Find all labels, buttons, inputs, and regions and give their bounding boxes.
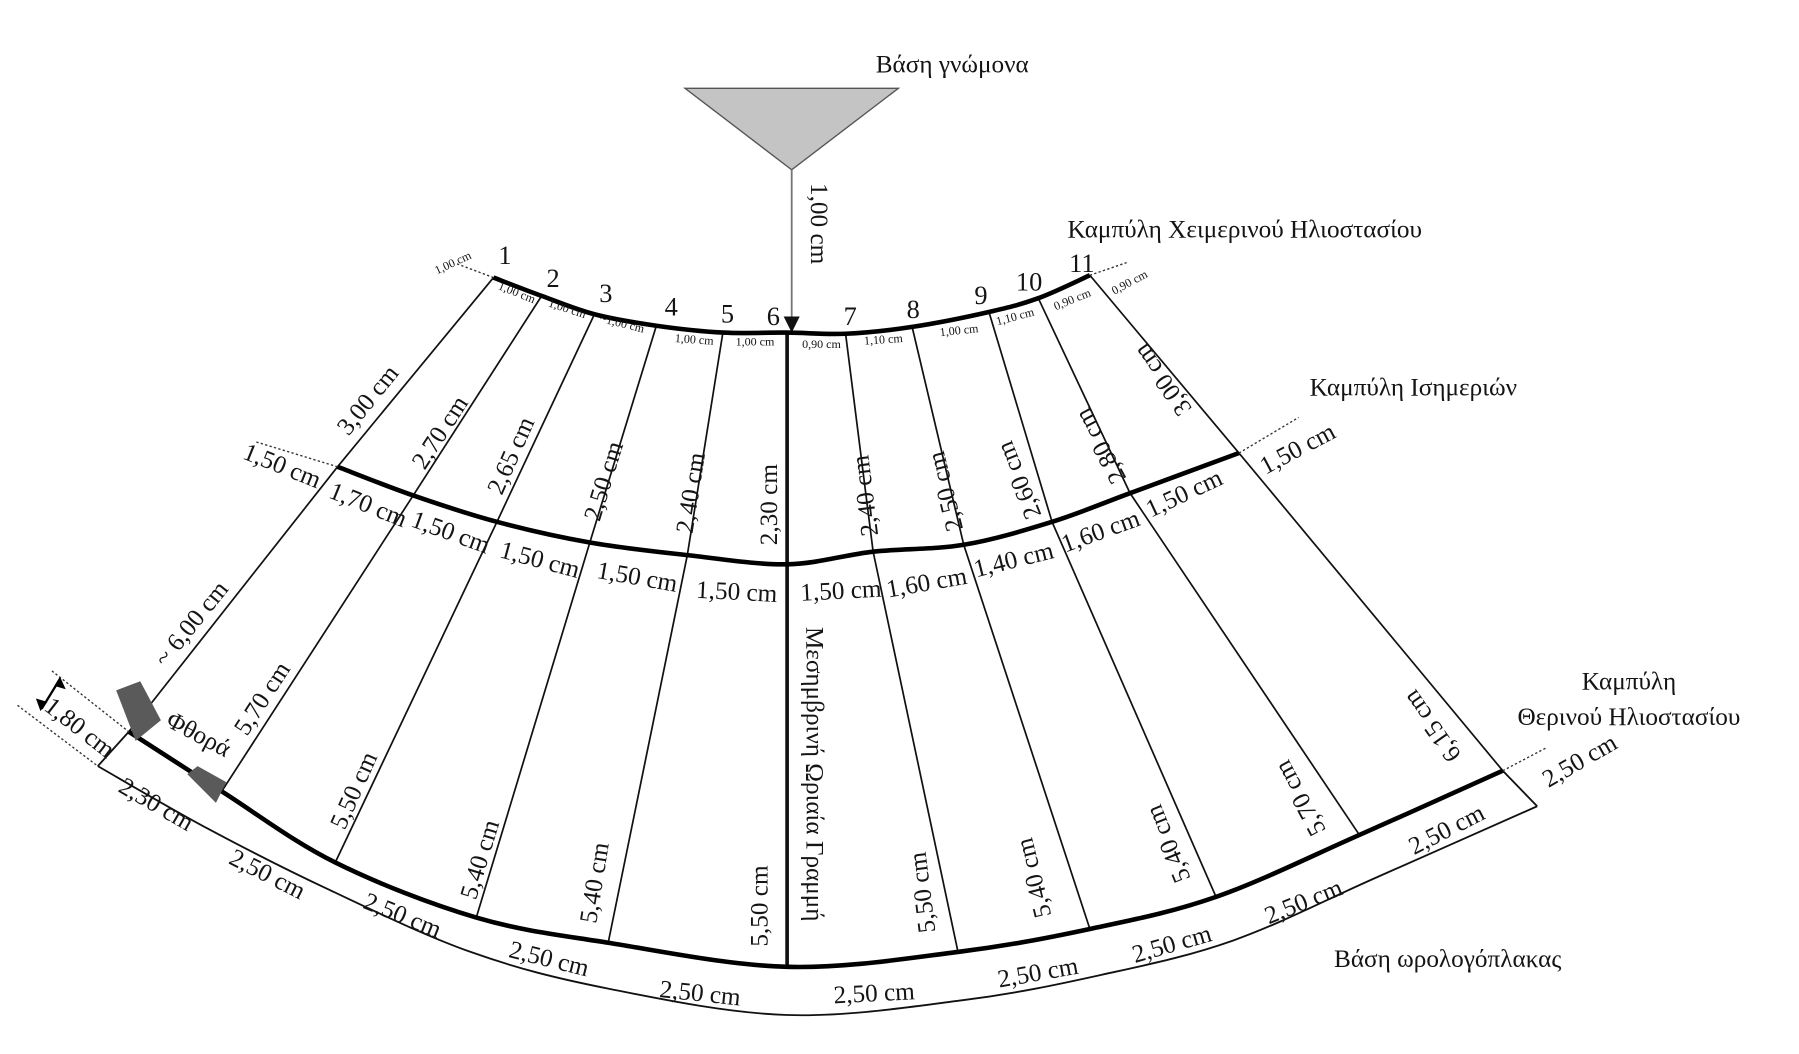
lower-radials-label: 5,40 cm — [1141, 801, 1197, 887]
winter-segments-label: 1,00 cm — [939, 321, 980, 339]
hours-label: 5 — [721, 300, 734, 329]
base-segments-label: 2,50 cm — [1261, 874, 1347, 930]
upper-radials-label: 2,50 cm — [579, 438, 629, 524]
equinox-segments-label: 1,40 cm — [971, 537, 1057, 583]
base-segments-label: 2,50 cm — [225, 844, 310, 905]
upper-radials-label: 2,40 cm — [847, 453, 884, 537]
hours-label: 1 — [498, 241, 511, 270]
equinox-segments-label: 1,50 cm — [239, 439, 325, 495]
base-segments-label: 2,50 cm — [833, 978, 916, 1009]
upper-radials-label: 2,30 cm — [756, 464, 783, 546]
upper-radials-label: 2,70 cm — [407, 391, 474, 474]
equinox-segments-label: 1,70 cm — [325, 478, 411, 534]
gnomon-label: 1,00 cm — [805, 183, 832, 265]
base-segments-label: 2,50 cm — [658, 976, 742, 1011]
hours-label: 4 — [665, 293, 678, 322]
winter-segments-label: 1,00 cm — [547, 296, 589, 321]
damage-patch — [187, 766, 227, 803]
extension-dotted-line — [254, 440, 338, 468]
curves-label: Καμπύλη Ισημεριών — [1310, 375, 1517, 402]
equinox-segments-label: 1,50 cm — [695, 577, 778, 608]
base-segments-label: 2,50 cm — [360, 888, 446, 944]
hours-label: 8 — [907, 295, 920, 324]
base-segments-label: 2,50 cm — [1129, 920, 1215, 968]
hours-label: 7 — [844, 302, 857, 331]
arrow-head-icon — [54, 676, 66, 690]
base-segments-label: 2,50 cm — [1538, 729, 1622, 793]
hours-label: 6 — [767, 302, 780, 331]
hour-line-7 — [844, 333, 959, 953]
dial-plate-base — [97, 765, 1538, 1017]
equinox-segments-label: 1,60 cm — [1058, 505, 1144, 558]
lower-radials-label: ~ 6,00 cm — [149, 576, 234, 672]
equinox-segments-label: 1,50 cm — [408, 506, 494, 559]
base-right-edge — [1502, 770, 1538, 807]
hours-label: 9 — [974, 281, 987, 310]
curves-label: Καμπύλη Χειμερινού Ηλιοστασίου — [1067, 216, 1422, 243]
base-side-label: 2,30 cm — [114, 773, 198, 837]
line-layer — [17, 87, 1547, 1017]
equinox-segments-label: 1,60 cm — [884, 563, 969, 604]
arrow-head-icon — [35, 698, 48, 712]
curves-label: Θερινού Ηλιοστασίου — [1517, 704, 1740, 731]
winter-segments-label: 1,00 cm — [496, 279, 538, 307]
gnomon-base-triangle — [682, 87, 901, 171]
lower-radials-label: 5,50 cm — [905, 850, 942, 934]
upper-radials-label: 2,50 cm — [923, 448, 969, 534]
summer-solstice-curve — [127, 729, 1504, 970]
label-layer: Βάση γνώμονα 1,00 cm Καμπύλη Χειμερινού Ηλ… — [39, 51, 1740, 1011]
extension-dotted-line — [17, 704, 99, 767]
base-side-label: 1,80 cm — [39, 692, 120, 764]
lower-radials-label: 5,40 cm — [575, 840, 614, 925]
hours-label: 11 — [1069, 249, 1094, 278]
extension-dotted-line — [456, 263, 494, 279]
meridian-label-label: Μεσημβρινή Ωριαία Γραμμή — [801, 627, 828, 922]
lower-radials-label: 6,15 cm — [1398, 684, 1467, 766]
equinox-segments-label: 1,50 cm — [595, 557, 680, 598]
hours-label: 10 — [1016, 267, 1042, 296]
arrow-head-icon — [783, 316, 800, 333]
hours-label: 2 — [547, 264, 560, 293]
lower-radials-label: 5,40 cm — [1011, 835, 1057, 921]
lower-radials-label: 5,70 cm — [1269, 755, 1331, 840]
upper-radials-label: 2,80 cm — [1070, 403, 1132, 488]
equinox-segments-label: 1,50 cm — [800, 576, 883, 607]
winter-segments-label: 0,90 cm — [1109, 267, 1150, 298]
damage-label-label: Φθορά — [162, 707, 236, 763]
winter-segments-label: 1,00 cm — [736, 335, 775, 349]
extension-dotted-line — [1502, 747, 1547, 772]
equinox-segments-label: 1,50 cm — [1256, 418, 1341, 480]
winter-segments-label: 0,90 cm — [802, 337, 841, 351]
equinox-segments-label: 1,50 cm — [497, 537, 583, 584]
extension-dotted-line — [1089, 261, 1127, 276]
upper-radials-label: 2,40 cm — [672, 450, 711, 535]
winter-segments-label: ~1,00 cm — [599, 311, 647, 336]
hour-line-8 — [911, 326, 1091, 930]
equinox-curve — [336, 450, 1240, 567]
damage-patch — [116, 681, 161, 741]
lower-radials-label: 5,50 cm — [747, 865, 774, 947]
gnomon-label: Βάση γνώμονα — [876, 51, 1029, 78]
upper-radials-label: 2,65 cm — [483, 413, 541, 499]
lower-radials-label: 5,50 cm — [325, 748, 383, 834]
lower-radials-label: 5,40 cm — [456, 817, 506, 903]
winter-segments-label: 1,10 cm — [864, 331, 904, 348]
curves-label: Βάση ωρολογόπλακας — [1334, 946, 1561, 973]
winter-segments-label: 1,00 cm — [432, 248, 474, 277]
curves-label: Καμπύλη — [1582, 668, 1676, 695]
upper-radials-label: 3,00 cm — [1128, 338, 1197, 420]
hours-label: 3 — [599, 279, 612, 308]
base-left-edge — [97, 731, 130, 767]
winter-segments-label: 1,00 cm — [674, 331, 714, 348]
winter-solstice-curve — [492, 273, 1091, 337]
